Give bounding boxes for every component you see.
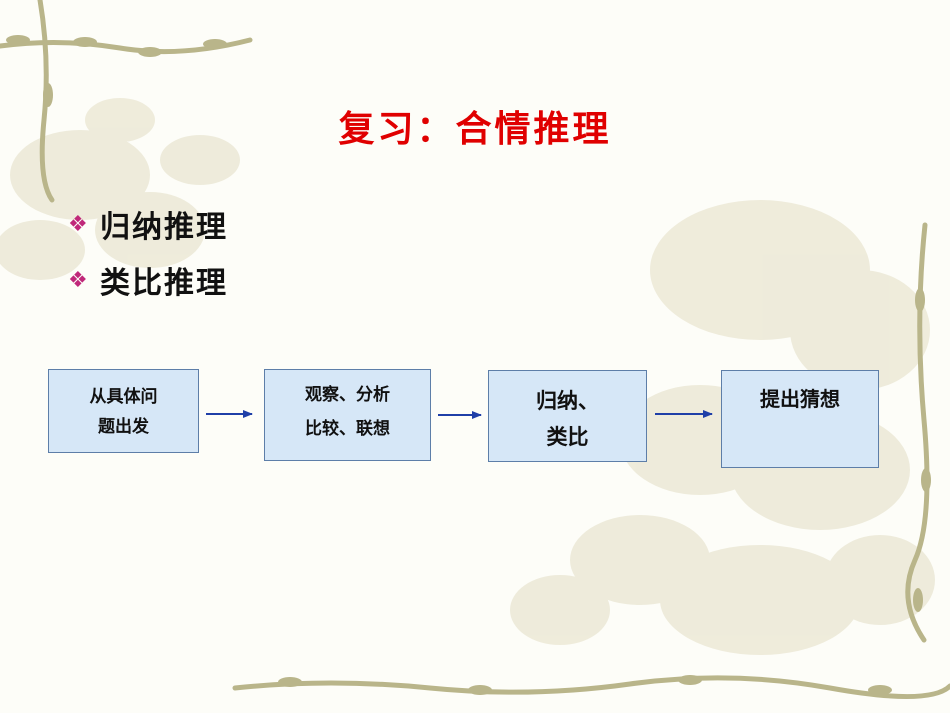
flow-step-text: 提出猜想 xyxy=(760,387,840,411)
flow-step-induction-analogy: 归纳、 类比 xyxy=(488,370,647,462)
flow-step-text: 比较、联想 xyxy=(305,419,390,439)
bullet-text: 归纳推理 xyxy=(100,210,228,245)
bullet-item-inductive: ❖ 归纳推理 xyxy=(68,196,228,252)
flow-step-conjecture: 提出猜想 xyxy=(721,370,879,468)
flow-step-concrete-problem: 从具体问 题出发 xyxy=(48,369,199,453)
flow-step-text: 观察、分析 xyxy=(305,385,390,405)
bullet-list: ❖ 归纳推理 ❖ 类比推理 xyxy=(68,196,228,308)
vine-leaves xyxy=(6,35,931,695)
flow-step-text: 从具体问 xyxy=(89,387,158,407)
flow-step-text: 类比 xyxy=(546,425,589,449)
flow-step-observe-analyze: 观察、分析 比较、联想 xyxy=(264,369,431,461)
diamond-bullet-icon: ❖ xyxy=(68,267,88,293)
bullet-item-analogical: ❖ 类比推理 xyxy=(68,252,228,308)
bullet-text: 类比推理 xyxy=(100,266,228,301)
flow-step-text: 题出发 xyxy=(98,417,149,437)
diamond-bullet-icon: ❖ xyxy=(68,211,88,237)
page-title: 复习：合情推理 xyxy=(338,109,612,150)
flow-step-text: 归纳、 xyxy=(536,389,599,413)
